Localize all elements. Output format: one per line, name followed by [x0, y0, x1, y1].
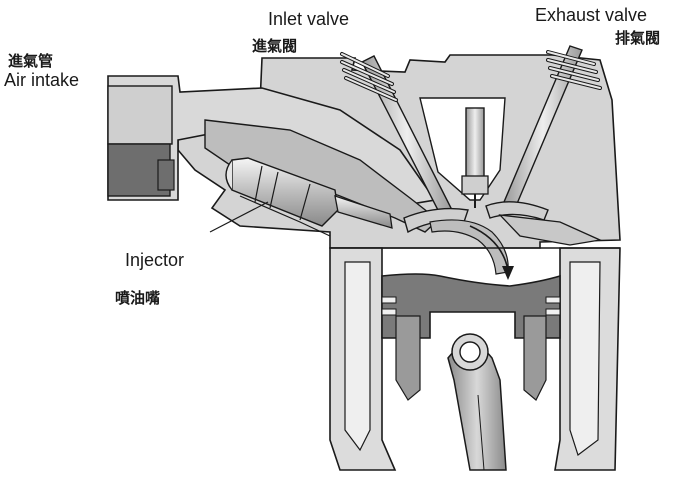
inlet-valve-label-zh: 進氣閥	[252, 37, 298, 55]
piston	[381, 273, 561, 339]
exhaust-port	[498, 214, 603, 246]
injector-label-zh: 噴油嘴	[115, 289, 161, 307]
connecting-rod	[447, 333, 507, 471]
piston-ring	[545, 296, 561, 304]
manifold-flange	[107, 85, 173, 145]
piston-skirt	[523, 315, 547, 401]
piston-ring	[381, 296, 397, 304]
spark-plug	[461, 107, 489, 208]
piston-ring	[545, 308, 561, 316]
exhaust-valve-label-en: Exhaust valve	[535, 5, 648, 25]
cylinder-wall-left-inner	[344, 261, 371, 452]
cylinder-wall-right-inner	[569, 261, 601, 456]
injector-leader	[209, 201, 269, 233]
inlet-valve-label-en: Inlet valve	[268, 9, 350, 29]
fuel-spray	[429, 219, 509, 275]
exhaust-valve-label-zh: 排氣閥	[615, 29, 661, 47]
air-intake-label-en: Air intake	[4, 70, 80, 90]
flow-arrow	[469, 225, 509, 271]
piston-skirt	[395, 315, 421, 401]
injector	[225, 157, 393, 237]
inlet-valve	[340, 52, 469, 234]
injector-label-en: Injector	[125, 250, 185, 270]
flow-arrowhead	[502, 266, 514, 280]
manifold-clamp	[157, 159, 175, 191]
air-intake-label-zh: 進氣管	[8, 52, 54, 70]
exhaust-valve	[485, 45, 602, 221]
piston-ring	[381, 308, 397, 316]
